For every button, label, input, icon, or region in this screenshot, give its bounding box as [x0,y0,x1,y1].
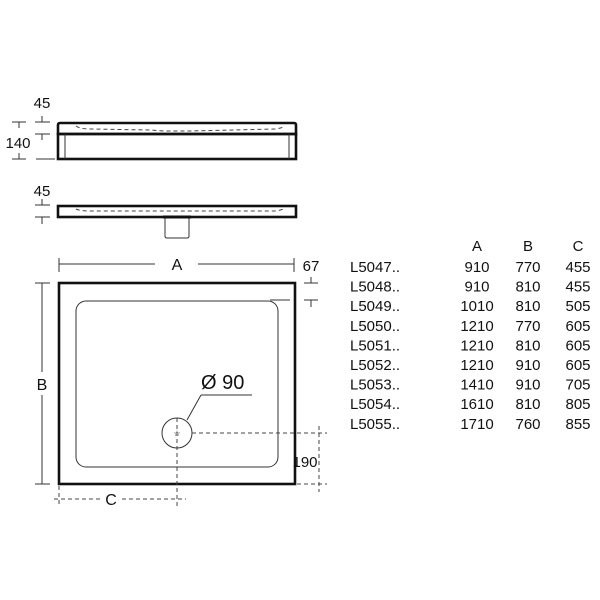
cell-a: 910 [464,279,489,296]
cell-code: L5050.. [350,318,400,335]
header-c: C [573,238,584,255]
cell-c: 505 [565,298,590,315]
cell-code: L5053.. [350,377,400,394]
dim-drain-offset-line [192,426,327,492]
table-row: L5051.. 1210 810 605 [350,337,591,354]
cell-code: L5047.. [350,259,400,276]
table-row: L5050.. 1210 770 605 [350,318,591,335]
cell-c: 805 [565,396,590,413]
dim-top-thickness-2: 45 [34,183,51,200]
tray-profile [56,121,298,136]
dim-a-label: A [172,257,183,274]
table-row: L5053.. 1410 910 705 [350,377,591,394]
cell-code: L5051.. [350,337,400,354]
cell-a: 1610 [460,396,493,413]
cell-a: 1710 [460,416,493,433]
plan-view: ☆ A 67 B C Ø 90 190 [35,257,327,509]
table-row: L5055.. 1710 760 855 [350,416,591,433]
cell-b: 810 [515,396,540,413]
cell-code: L5052.. [350,357,400,374]
dim-ticks-2 [35,199,50,224]
table-row: L5047.. 910 770 455 [350,259,591,276]
dim-drain-offset-label: 190 [292,454,317,471]
cell-b: 810 [515,279,540,296]
dim-b-label: B [37,377,48,394]
cell-code: L5054.. [350,396,400,413]
cell-a: 1410 [460,377,493,394]
cell-a: 910 [464,259,489,276]
cell-c: 605 [565,337,590,354]
table-row: L5049.. 1010 810 505 [350,298,591,315]
table-row: L5052.. 1210 910 605 [350,357,591,374]
cell-code: L5049.. [350,298,400,315]
dim-top-ticks [35,116,50,140]
cell-b: 910 [515,377,540,394]
cell-a: 1210 [460,337,493,354]
cell-c: 455 [565,259,590,276]
dim-b-line [35,282,50,485]
dim-height-ticks [12,121,55,160]
cell-b: 760 [515,416,540,433]
cell-a: 1010 [460,298,493,315]
tray-basin-hidden-line [75,125,286,132]
header-a: A [472,238,482,255]
cell-c: 705 [565,377,590,394]
dim-top-thickness: 45 [34,95,51,112]
dim-total-height: 140 [5,135,30,152]
cell-b: 770 [515,259,540,276]
dim-rim-ticks [270,277,318,307]
cell-b: 810 [515,298,540,315]
dim-a-line [58,258,295,272]
side-view-with-waste: 45 [34,183,298,239]
drain-leader-line [186,394,252,421]
dim-c-line [54,418,186,508]
drain-diameter-label: Ø 90 [201,372,244,394]
waste-trap [164,217,190,239]
table-row: L5054.. 1610 810 805 [350,396,591,413]
tray-panel [56,132,298,161]
cell-b: 910 [515,357,540,374]
cell-code: L5048.. [350,279,400,296]
cell-c: 855 [565,416,590,433]
tray-basin-hidden-line-2 [75,207,286,212]
cell-a: 1210 [460,357,493,374]
cell-code: L5055.. [350,416,400,433]
cell-a: 1210 [460,318,493,335]
cell-b: 770 [515,318,540,335]
side-view-with-panel: 45 140 [5,95,298,161]
cell-c: 455 [565,279,590,296]
table-row: L5048.. 910 810 455 [350,279,591,296]
cell-c: 605 [565,318,590,335]
cell-b: 810 [515,337,540,354]
dim-rim-label: 67 [303,258,320,275]
header-b: B [523,238,533,255]
cell-c: 605 [565,357,590,374]
dim-c-label: C [105,492,117,509]
